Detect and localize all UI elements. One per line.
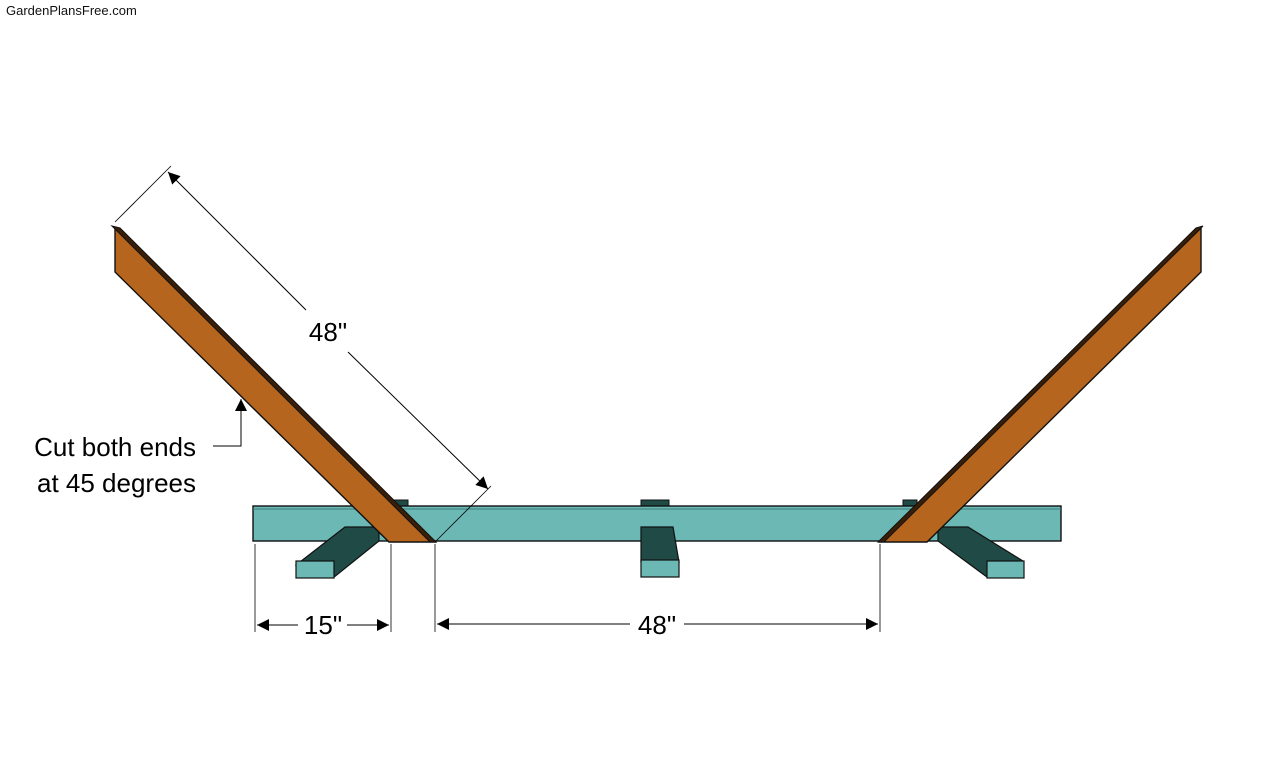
right-arm: [876, 225, 1204, 543]
diagonal-dimension-label: 48": [309, 317, 347, 347]
center-span-label: 48": [638, 610, 676, 640]
left-arm: [110, 225, 438, 543]
left-overhang-dimension: 15": [254, 544, 392, 640]
diagonal-dimension: 48": [114, 165, 492, 543]
center-foot: [640, 526, 680, 578]
center-span-dimension: 48": [434, 544, 881, 640]
cut-note-line1: Cut both ends: [34, 432, 196, 462]
left-foot: [294, 526, 380, 579]
right-foot: [937, 526, 1025, 579]
left-overhang-label: 15": [304, 610, 342, 640]
cut-note-leader: [213, 399, 247, 447]
watermark: GardenPlansFree.com: [6, 3, 137, 18]
cut-note-line2: at 45 degrees: [37, 468, 196, 498]
